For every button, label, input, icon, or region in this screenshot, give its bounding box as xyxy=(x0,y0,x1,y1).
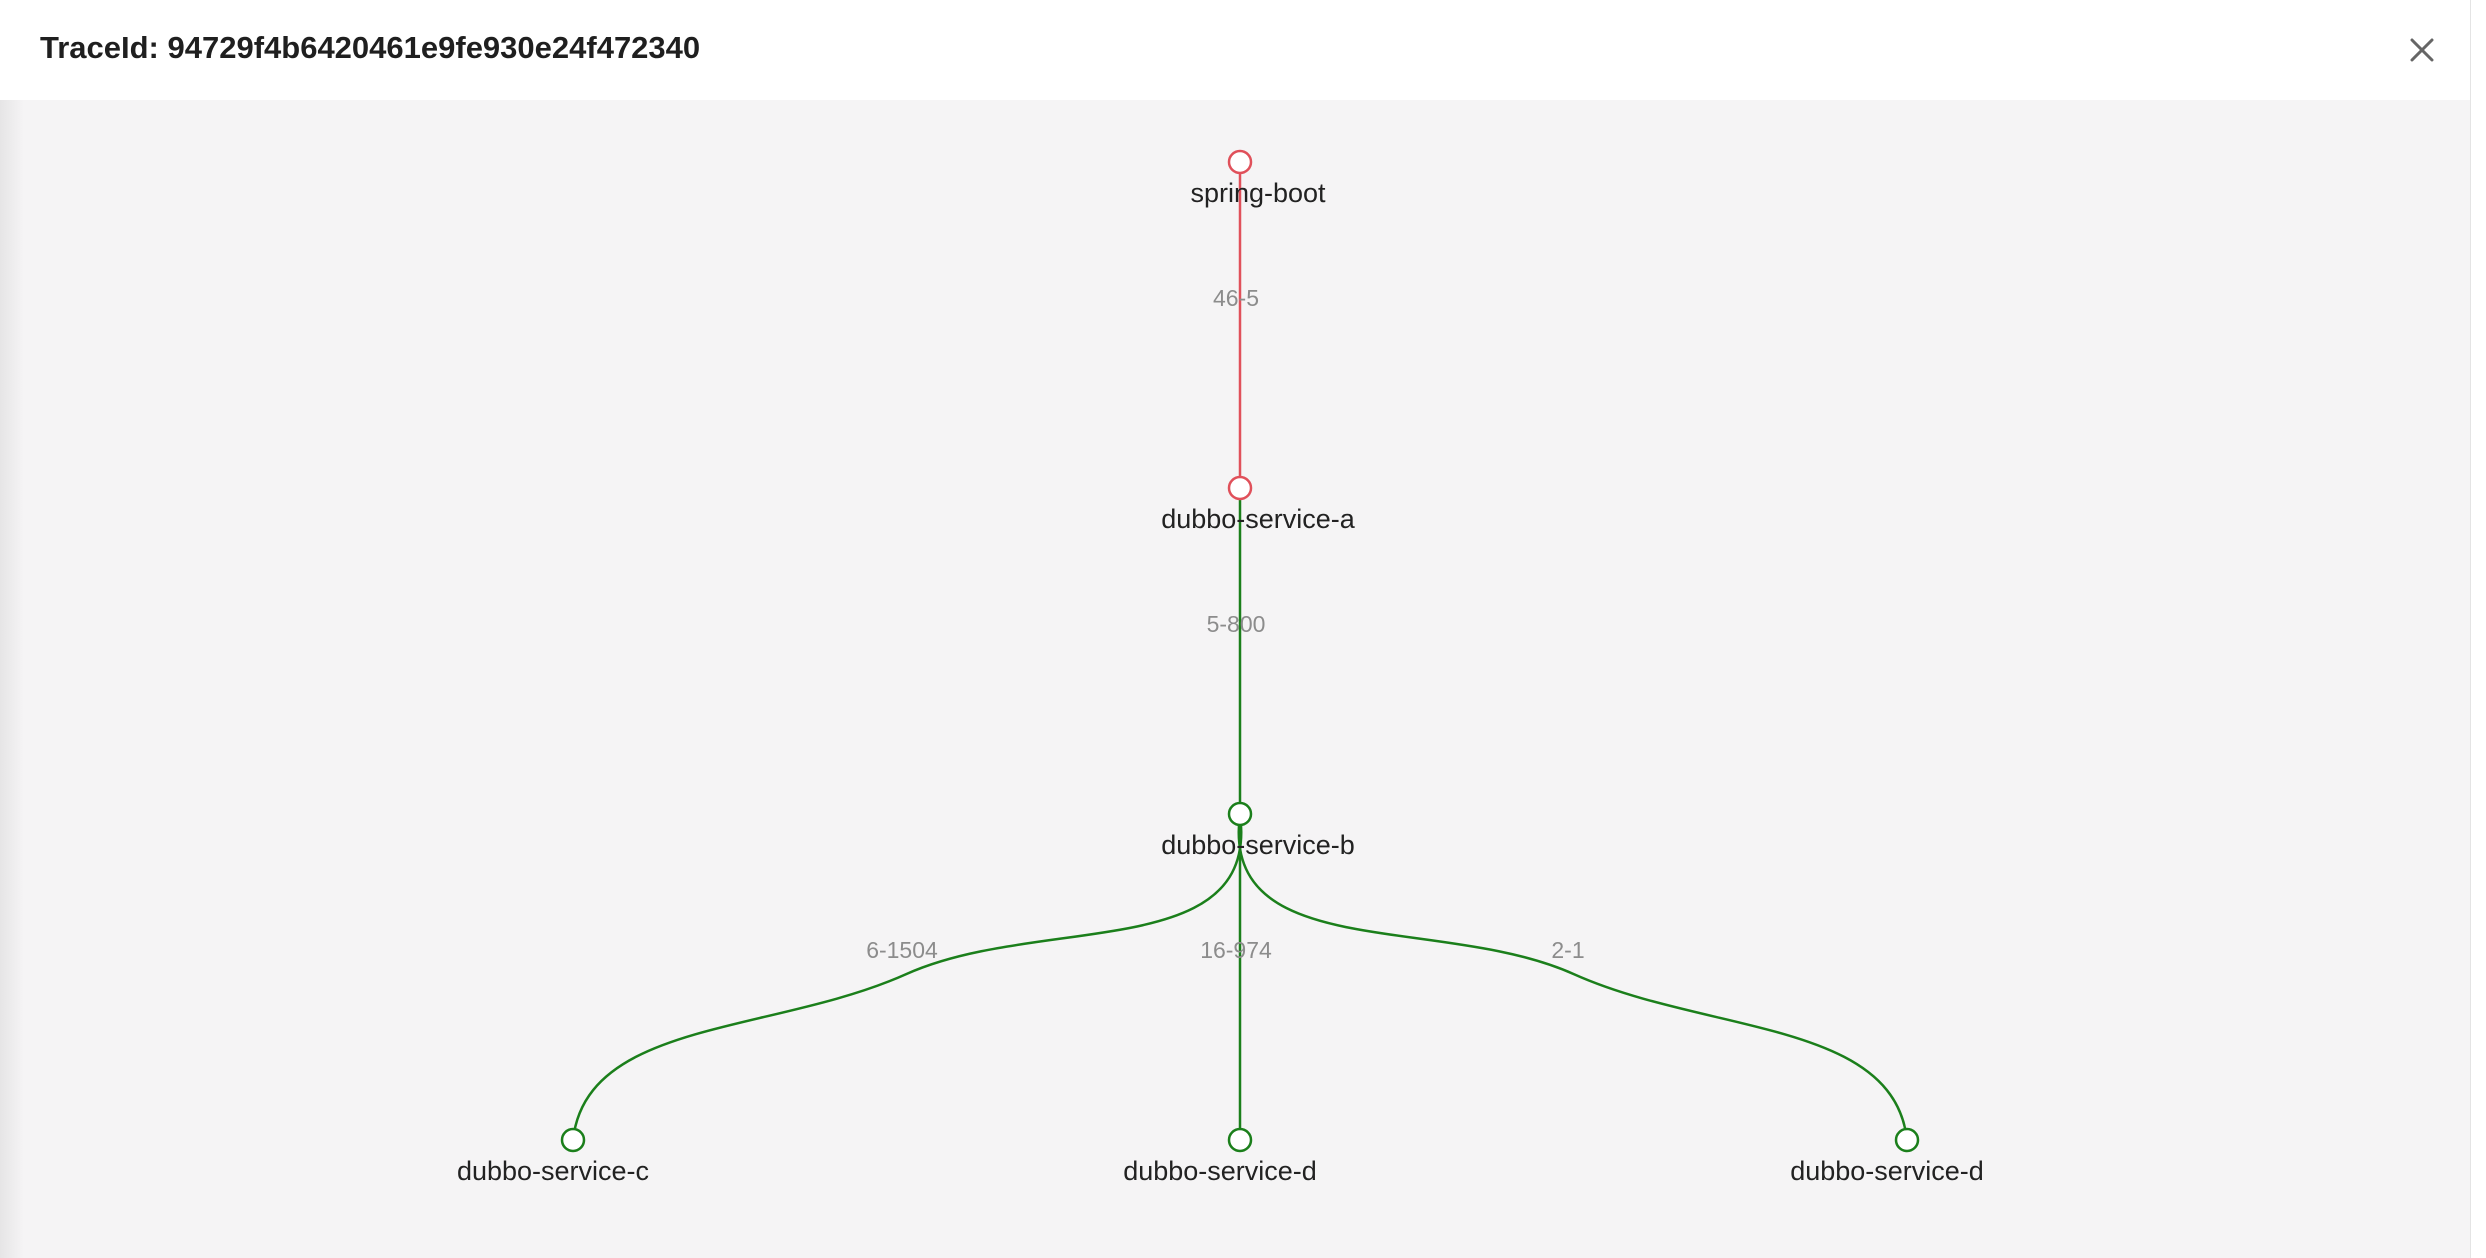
service-node-label: dubbo-service-b xyxy=(1161,830,1355,860)
service-node[interactable] xyxy=(560,1127,586,1153)
modal-header: TraceId: 94729f4b6420461e9fe930e24f47234… xyxy=(0,0,2470,100)
service-node[interactable] xyxy=(1227,1127,1253,1153)
service-node-label: dubbo-service-c xyxy=(457,1156,649,1186)
edge-label: 6-1504 xyxy=(866,937,938,963)
service-node[interactable] xyxy=(1227,801,1253,827)
scrollbar-track[interactable] xyxy=(2470,0,2486,1258)
close-button[interactable] xyxy=(2400,28,2444,72)
edge-label: 5-800 xyxy=(1207,611,1266,637)
trace-topology-graph: 46-5 5-800 6-1504 16-974 2-1 spring-boot dubb… xyxy=(457,149,1984,1186)
service-node-label: spring-boot xyxy=(1190,178,1326,208)
edge-2-1 xyxy=(1237,813,1909,1141)
service-node-label: dubbo-service-a xyxy=(1161,504,1356,534)
service-node[interactable] xyxy=(1227,475,1253,501)
service-node-label: dubbo-service-d xyxy=(1790,1156,1984,1186)
edge-label: 2-1 xyxy=(1551,937,1584,963)
service-node[interactable] xyxy=(1894,1127,1920,1153)
close-icon xyxy=(2410,38,2434,62)
edge-label: 46-5 xyxy=(1213,285,1259,311)
edge-label: 16-974 xyxy=(1200,937,1272,963)
modal-title: TraceId: 94729f4b6420461e9fe930e24f47234… xyxy=(40,30,701,65)
left-shadow xyxy=(0,100,24,1258)
service-node-label: dubbo-service-d xyxy=(1123,1156,1317,1186)
service-node[interactable] xyxy=(1227,149,1253,175)
edge-6-1504 xyxy=(571,813,1243,1141)
